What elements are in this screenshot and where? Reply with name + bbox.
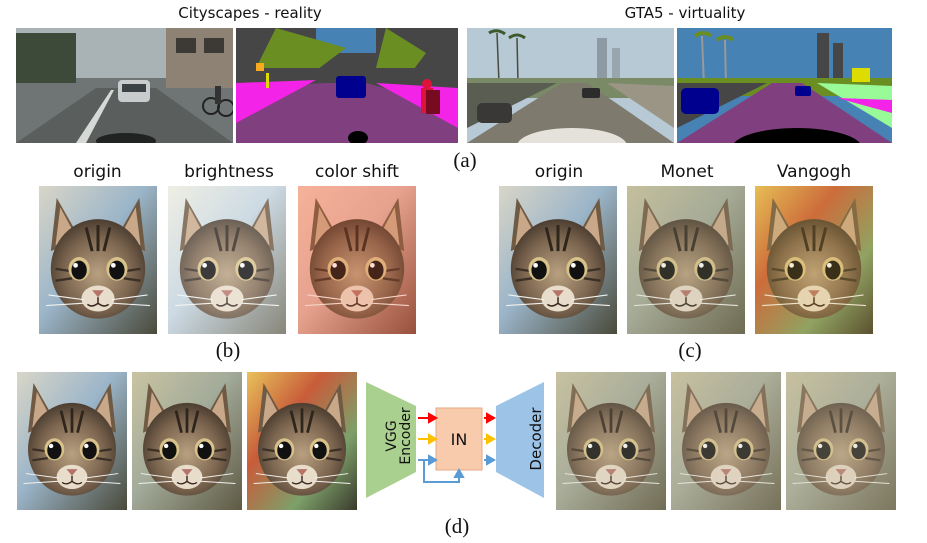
red-arrows xyxy=(418,412,497,424)
cat-origin-c xyxy=(499,186,617,334)
cat-output-2 xyxy=(671,372,781,510)
label-vangogh: Vangogh xyxy=(776,162,852,182)
cityscapes-title: Cityscapes - reality xyxy=(178,4,322,22)
encoder-labels: VGG Encoder xyxy=(372,390,414,490)
caption-c: (c) xyxy=(678,338,702,362)
caption-b: (b) xyxy=(215,338,241,362)
in-label: IN xyxy=(450,430,468,449)
label-origin-c: origin xyxy=(534,162,584,182)
caption-a: (a) xyxy=(453,148,477,172)
cat-origin-b xyxy=(39,186,157,334)
label-monet: Monet xyxy=(660,162,714,182)
cat-input-1 xyxy=(17,372,127,510)
label-origin-b: origin xyxy=(73,162,122,182)
vgg-encoder-block xyxy=(366,382,416,498)
cityscapes-segmentation xyxy=(236,28,458,143)
encoder-label: Encoder xyxy=(398,407,414,465)
gta5-segmentation xyxy=(677,28,892,143)
cityscapes-photo xyxy=(16,28,233,143)
yellow-arrows xyxy=(418,433,497,445)
cat-brightness xyxy=(168,186,286,334)
cat-output-1 xyxy=(556,372,666,510)
encoder-in-decoder-diagram xyxy=(366,382,544,498)
cat-input-3 xyxy=(247,372,357,510)
decoder-block xyxy=(496,382,544,498)
blue-arrows xyxy=(418,454,497,483)
cat-output-3 xyxy=(786,372,896,510)
cat-color-shift xyxy=(298,186,416,334)
label-color-shift: color shift xyxy=(315,162,399,182)
cat-vangogh xyxy=(755,186,873,334)
gta5-title: GTA5 - virtuality xyxy=(624,4,746,22)
label-brightness: brightness xyxy=(184,162,274,182)
caption-d: (d) xyxy=(444,514,470,538)
cat-monet xyxy=(627,186,745,334)
decoder-label: Decoder xyxy=(527,407,545,471)
gta5-photo xyxy=(467,28,674,143)
cat-input-2 xyxy=(132,372,242,510)
